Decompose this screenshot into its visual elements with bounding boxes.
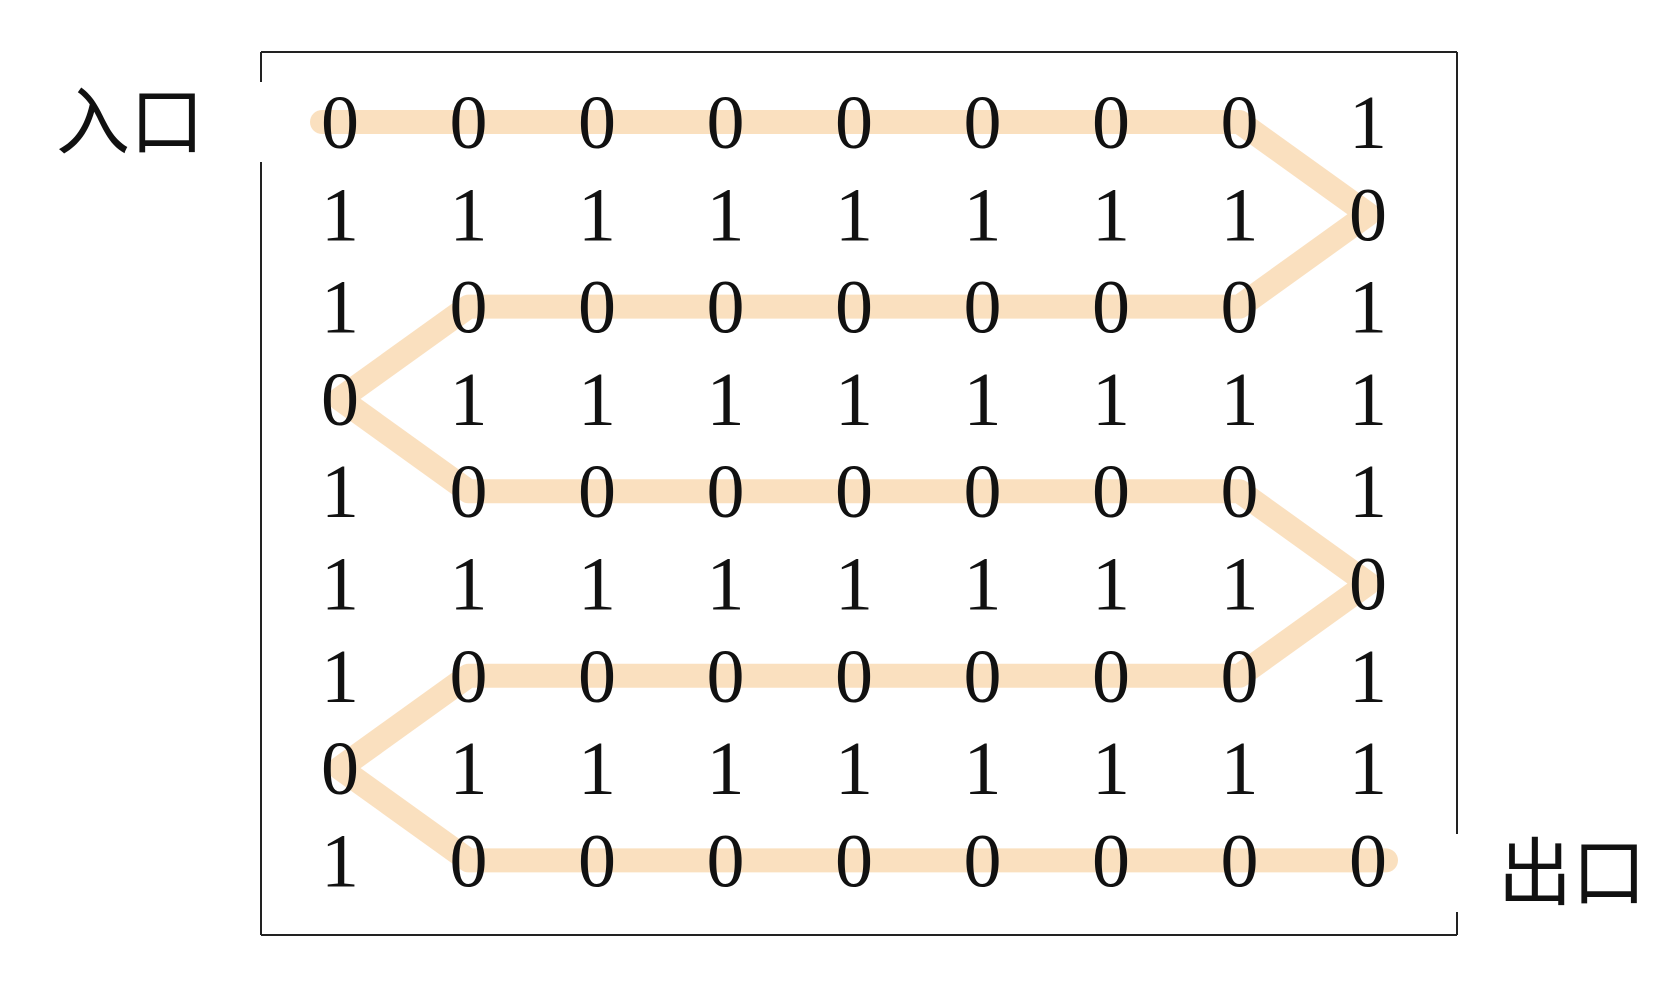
maze-cell: 1 — [321, 819, 359, 903]
maze-cell: 1 — [707, 173, 745, 257]
maze-cell: 1 — [450, 727, 488, 811]
maze-cell: 0 — [578, 450, 616, 534]
maze-cell: 0 — [578, 81, 616, 165]
maze-cell: 0 — [835, 635, 873, 719]
maze-cell: 1 — [1221, 173, 1259, 257]
maze-cell: 1 — [450, 543, 488, 627]
maze-cell: 1 — [707, 358, 745, 442]
maze-cell: 0 — [1092, 635, 1130, 719]
maze-cell: 1 — [578, 358, 616, 442]
maze-cell: 1 — [450, 173, 488, 257]
maze-cell: 0 — [450, 266, 488, 350]
maze-cell: 0 — [964, 450, 1002, 534]
maze-cell: 0 — [1092, 450, 1130, 534]
maze-cell: 1 — [321, 450, 359, 534]
maze-cell: 1 — [1221, 358, 1259, 442]
solution-path — [310, 110, 1398, 873]
maze-cell: 0 — [450, 81, 488, 165]
maze-cell: 1 — [1349, 358, 1387, 442]
maze-cell: 0 — [321, 358, 359, 442]
maze-cell: 0 — [707, 266, 745, 350]
maze-cell: 1 — [1349, 266, 1387, 350]
maze-cell: 1 — [964, 727, 1002, 811]
maze-cell: 1 — [450, 358, 488, 442]
maze-cell: 1 — [1221, 543, 1259, 627]
maze-cell: 1 — [321, 173, 359, 257]
maze-cell: 0 — [578, 635, 616, 719]
maze-cell: 0 — [707, 819, 745, 903]
maze-cell: 0 — [1221, 450, 1259, 534]
maze-cell: 0 — [707, 635, 745, 719]
maze-cell: 0 — [1092, 81, 1130, 165]
maze-cell: 1 — [964, 543, 1002, 627]
maze-cell: 0 — [321, 81, 359, 165]
maze-frame — [260, 51, 1458, 936]
maze-cell: 1 — [321, 543, 359, 627]
maze-cell: 1 — [964, 358, 1002, 442]
maze-cell: 0 — [835, 81, 873, 165]
maze-cell: 1 — [321, 266, 359, 350]
maze-cell: 0 — [835, 819, 873, 903]
maze-cell: 0 — [707, 81, 745, 165]
maze-cell: 0 — [1221, 635, 1259, 719]
maze-cell: 1 — [1221, 727, 1259, 811]
maze-cell: 0 — [964, 819, 1002, 903]
maze-cell: 0 — [578, 819, 616, 903]
maze-cell: 0 — [835, 450, 873, 534]
maze-cell: 0 — [1092, 266, 1130, 350]
maze-cell: 0 — [578, 266, 616, 350]
maze-cell: 1 — [1092, 543, 1130, 627]
solution-path-line — [310, 110, 1398, 873]
exit-label: 出口 — [1498, 831, 1646, 917]
maze-cell: 1 — [835, 727, 873, 811]
maze-cell: 1 — [1349, 81, 1387, 165]
maze-cell: 1 — [835, 173, 873, 257]
maze-cell: 0 — [450, 819, 488, 903]
maze-cell: 0 — [835, 266, 873, 350]
maze-cell: 1 — [321, 635, 359, 719]
entrance-label: 入口 — [56, 80, 204, 166]
maze-cell: 1 — [707, 727, 745, 811]
maze-cell: 0 — [1221, 266, 1259, 350]
maze-cell: 0 — [450, 635, 488, 719]
maze-cell: 1 — [1092, 727, 1130, 811]
maze-cell: 0 — [1092, 819, 1130, 903]
maze-cell: 1 — [578, 173, 616, 257]
maze-cell: 1 — [1349, 727, 1387, 811]
maze-cell: 1 — [1349, 635, 1387, 719]
maze-cell: 0 — [707, 450, 745, 534]
maze-cell: 0 — [964, 635, 1002, 719]
maze-cell: 1 — [1092, 358, 1130, 442]
maze-cell: 1 — [578, 543, 616, 627]
maze-cell: 0 — [450, 450, 488, 534]
maze-cell: 0 — [1349, 543, 1387, 627]
maze-cell: 1 — [835, 543, 873, 627]
maze-cell: 0 — [964, 81, 1002, 165]
maze-cell: 0 — [1349, 173, 1387, 257]
maze-cell: 0 — [321, 727, 359, 811]
maze-cell: 1 — [964, 173, 1002, 257]
maze-cell: 0 — [964, 266, 1002, 350]
maze-cell: 0 — [1221, 819, 1259, 903]
maze-cell: 1 — [578, 727, 616, 811]
maze-cell: 1 — [1349, 450, 1387, 534]
maze-cell: 1 — [835, 358, 873, 442]
maze-cell: 0 — [1349, 819, 1387, 903]
maze-cell: 1 — [1092, 173, 1130, 257]
maze-cell: 0 — [1221, 81, 1259, 165]
maze-cell: 1 — [707, 543, 745, 627]
